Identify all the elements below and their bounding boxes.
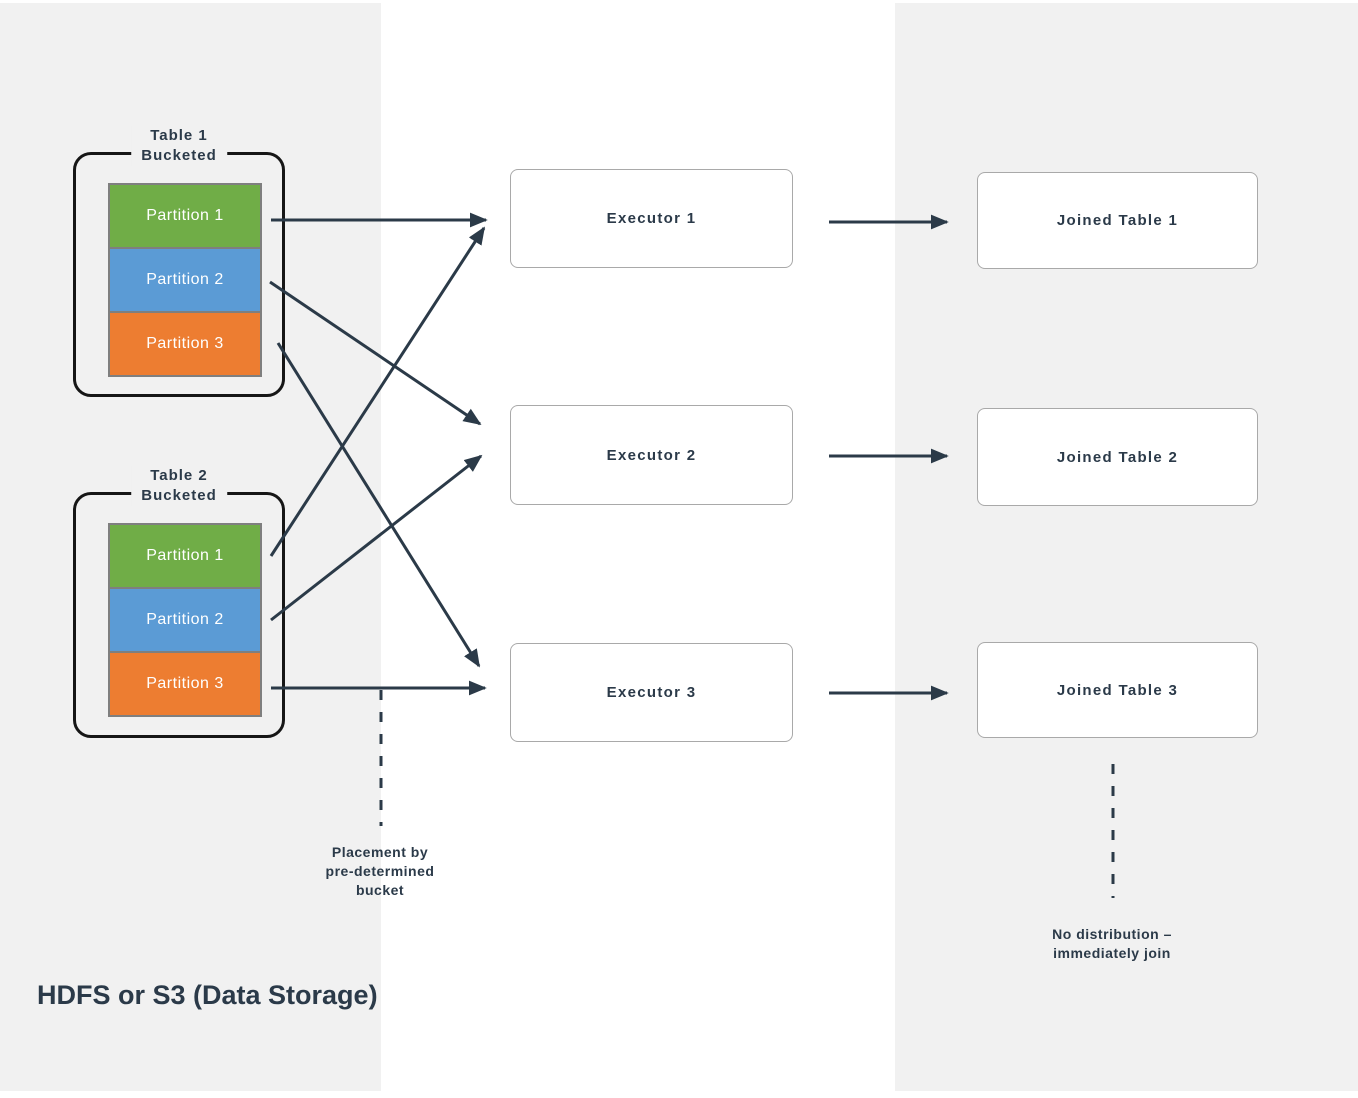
table-1-partition-2-label: Partition 2 [146, 271, 224, 288]
table-2-partition-2: Partition 2 [110, 589, 260, 651]
placement-note-line3: bucket [355, 882, 405, 898]
table-2-partition-3: Partition 3 [110, 653, 260, 715]
table-2-bucket-group: Table 2 Bucketed Partition 1 Partition 2… [73, 466, 285, 738]
placement-note-line2: pre-determined [325, 863, 435, 879]
table-2-partitions: Partition 1 Partition 2 Partition 3 [108, 523, 262, 717]
no-distribution-note-line1: No distribution – [1052, 926, 1172, 942]
table-2-title: Table 2 Bucketed [131, 466, 227, 506]
table-1-partition-1: Partition 1 [110, 185, 260, 247]
executor-2-box: Executor 2 [510, 405, 793, 505]
joined-table-1-label: Joined Table 1 [1056, 212, 1179, 229]
no-distribution-note-line2: immediately join [1053, 945, 1171, 961]
placement-note-line1: Placement by [331, 844, 429, 860]
executor-1-label: Executor 1 [606, 210, 697, 227]
table-1-partition-2: Partition 2 [110, 249, 260, 311]
joined-table-1-box: Joined Table 1 [977, 172, 1258, 269]
executor-1-box: Executor 1 [510, 169, 793, 268]
executor-3-label: Executor 3 [606, 684, 697, 701]
placement-note: Placement by pre-determined bucket [280, 843, 480, 900]
table-2-title-line1: Table 2 [150, 467, 208, 484]
joined-table-2-box: Joined Table 2 [977, 408, 1258, 506]
joined-table-3-label: Joined Table 3 [1056, 681, 1179, 699]
table-1-title-line1: Table 1 [150, 127, 208, 144]
table-1-title: Table 1 Bucketed [131, 126, 227, 166]
table-1-partitions: Partition 1 Partition 2 Partition 3 [108, 183, 262, 377]
table-1-partition-3: Partition 3 [110, 313, 260, 375]
storage-caption: HDFS or S3 (Data Storage) [37, 980, 378, 1010]
table-2-partition-1-label: Partition 1 [146, 547, 224, 564]
executor-3-box: Executor 3 [510, 643, 793, 742]
executor-2-label: Executor 2 [606, 446, 697, 464]
table-1-partition-3-label: Partition 3 [146, 335, 224, 352]
table-1-title-line2: Bucketed [141, 147, 217, 164]
joined-table-2-label: Joined Table 2 [1056, 448, 1179, 466]
table-2-partition-3-label: Partition 3 [146, 675, 224, 692]
table-1-partition-1-label: Partition 1 [146, 207, 224, 224]
joined-table-3-box: Joined Table 3 [977, 642, 1258, 738]
table-2-title-line2: Bucketed [141, 487, 217, 504]
no-distribution-note: No distribution – immediately join [1012, 925, 1212, 963]
table-2-partition-2-label: Partition 2 [146, 611, 224, 628]
table-2-partition-1: Partition 1 [110, 525, 260, 587]
table-1-bucket-group: Table 1 Bucketed Partition 1 Partition 2… [73, 126, 285, 397]
